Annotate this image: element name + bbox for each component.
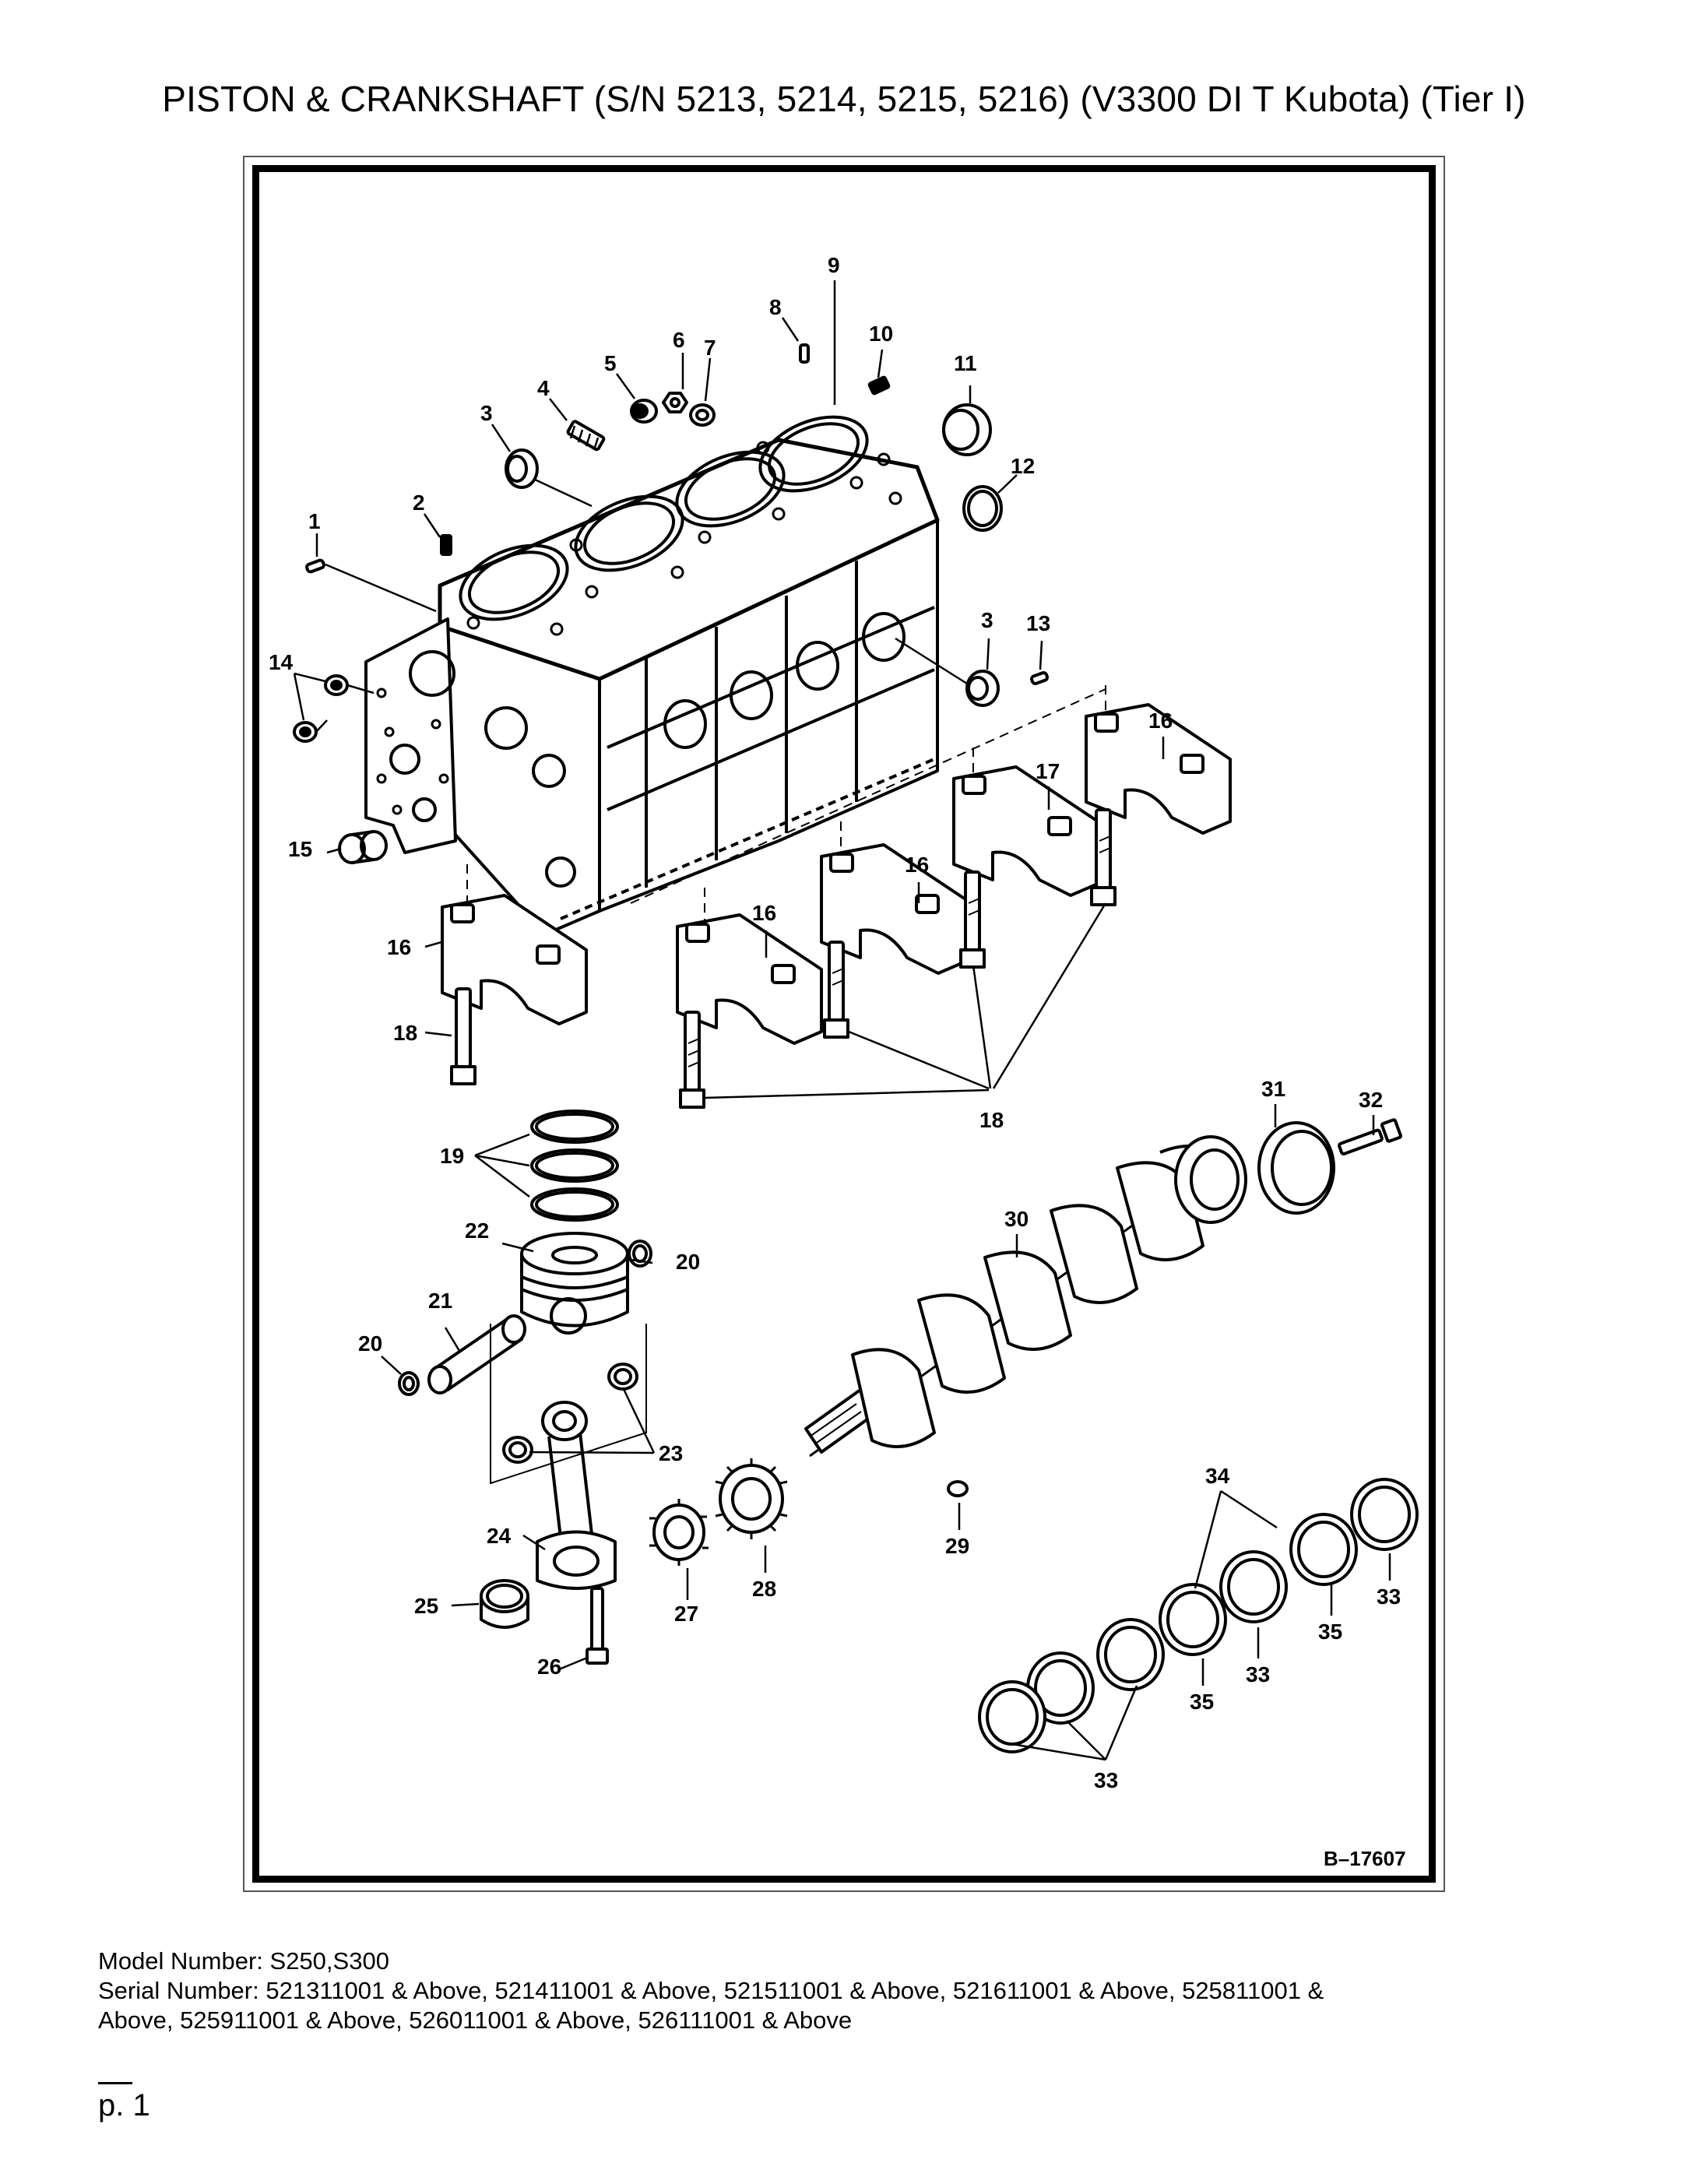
bearing-cap-d: [952, 765, 1099, 897]
bearing-caps: [441, 703, 1232, 1045]
callout-29: 29: [945, 1534, 969, 1558]
callout-20b: 20: [358, 1331, 382, 1356]
part-29-key: [947, 1480, 969, 1497]
callout-28: 28: [752, 1577, 776, 1601]
model-serial-info: Model Number: S250,S300 Serial Number: 5…: [98, 1947, 1609, 2035]
callout-34: 34: [1205, 1464, 1230, 1488]
callout-5: 5: [604, 351, 617, 375]
part-27-gear: [649, 1499, 709, 1566]
callout-22: 22: [465, 1219, 489, 1243]
callout-10: 10: [869, 322, 893, 346]
callout-33a: 33: [1377, 1584, 1401, 1609]
part-32-bolt: [1338, 1118, 1402, 1155]
callout-16a: 16: [1148, 709, 1173, 733]
part-6-nut: [662, 392, 688, 413]
part-14-plugs: [293, 674, 375, 743]
callout-33c: 33: [1094, 1768, 1118, 1792]
part-1-dowel-pin: [305, 558, 437, 613]
bearing-cap-b: [676, 913, 823, 1045]
bearing-cap-e: [1085, 703, 1232, 835]
callout-13: 13: [1026, 611, 1050, 635]
callout-3: 3: [480, 401, 493, 425]
part-19-piston-rings: [530, 1110, 619, 1222]
callout-31: 31: [1261, 1077, 1285, 1101]
part-8-pin: [799, 343, 810, 364]
part-15-bushing: [338, 830, 388, 864]
callout-18a: 18: [393, 1021, 417, 1045]
part-4-threaded-plug: [566, 420, 606, 452]
callout-16d: 16: [387, 935, 411, 959]
part-25-rod-bearing: [480, 1579, 529, 1629]
part-30-crankshaft: [804, 1135, 1247, 1458]
callout-30: 30: [1004, 1207, 1029, 1231]
callout-15: 15: [288, 837, 312, 861]
callout-18b: 18: [979, 1108, 1004, 1132]
callout-32: 32: [1359, 1088, 1383, 1112]
callout-8: 8: [769, 295, 782, 319]
callout-26: 26: [537, 1655, 561, 1679]
callout-25: 25: [414, 1594, 438, 1618]
bearing-cap-a: [441, 894, 588, 1025]
callout-27: 27: [674, 1602, 698, 1626]
part-20-circlip-left: [398, 1371, 420, 1396]
part-2-plug: [440, 534, 452, 556]
callout-1: 1: [308, 509, 321, 533]
part-3-plug-lower: [895, 637, 1000, 707]
callout-labels: 1 2 3 4 5 6 7 8 9 10 11 12 3 13 14 15 16…: [269, 253, 1406, 1870]
callout-9: 9: [828, 253, 840, 277]
part-5-cap: [630, 399, 658, 424]
callout-17: 17: [1036, 759, 1060, 783]
serial-number-line-1: Serial Number: 521311001 & Above, 521411…: [98, 1977, 1324, 2004]
callout-6: 6: [673, 328, 685, 352]
callout-14: 14: [269, 650, 294, 674]
part-22-piston: [520, 1232, 629, 1335]
callout-4: 4: [537, 376, 550, 400]
page-number: p. 1: [98, 2088, 150, 2122]
callout-12: 12: [1011, 454, 1035, 478]
part-10-screw: [867, 375, 891, 396]
cylinder-bores: [459, 415, 869, 621]
part-18-leaders: [704, 902, 1107, 1099]
callout-23: 23: [659, 1441, 683, 1465]
callout-35b: 35: [1190, 1690, 1214, 1714]
part-28-gear: [715, 1458, 788, 1539]
callout-33b: 33: [1246, 1662, 1270, 1686]
diagram-frame-outer: [243, 156, 1445, 1892]
callout-2: 2: [413, 491, 425, 515]
callout-7: 7: [704, 336, 716, 360]
page-title: PISTON & CRANKSHAFT (S/N 5213, 5214, 521…: [162, 79, 1526, 119]
serial-number-line-2: Above, 525911001 & Above, 526011001 & Ab…: [98, 2006, 853, 2034]
part-31-oil-seal: [1257, 1121, 1335, 1215]
callout-16b: 16: [905, 853, 929, 877]
part-24-connecting-rod: [536, 1401, 617, 1590]
part-12-o-ring: [962, 485, 1003, 532]
cap-bolts: [450, 808, 1117, 1109]
callout-3b: 3: [981, 608, 993, 632]
bearing-cap-c: [820, 843, 967, 975]
part-11-cap: [942, 403, 992, 456]
part-7-washer: [689, 403, 716, 427]
page-rule: [98, 2082, 132, 2084]
engine-block: [364, 415, 940, 936]
diagram-frame: [252, 165, 1436, 1883]
callout-21: 21: [428, 1289, 452, 1313]
callout-35a: 35: [1318, 1620, 1342, 1644]
main-bearings: [978, 1478, 1419, 1753]
callout-19: 19: [440, 1144, 464, 1168]
callout-20a: 20: [676, 1250, 700, 1274]
model-number: Model Number: S250,S300: [98, 1947, 389, 1975]
part-26-rod-bolt: [586, 1587, 609, 1665]
part-3-plug-upper: [505, 448, 593, 508]
drawing-number: B–17607: [1324, 1847, 1406, 1870]
callout-24: 24: [487, 1524, 512, 1548]
part-13-pin: [1030, 671, 1049, 685]
part-21-piston-pin: [427, 1314, 526, 1394]
callout-16c: 16: [752, 901, 776, 925]
callout-11: 11: [954, 351, 977, 375]
